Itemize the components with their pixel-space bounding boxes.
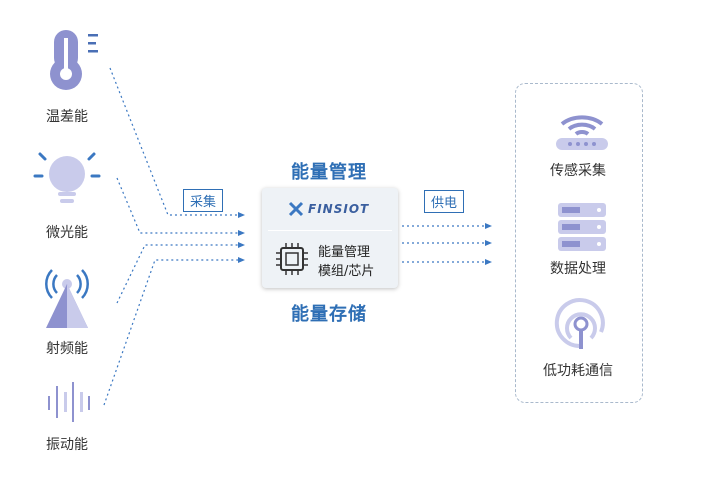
device-label-communication: 低功耗通信 [543,363,613,379]
router-icon [556,115,608,150]
energy-module-box: FINSIOT 能量管理 模组/芯片 [262,188,398,288]
server-icon [558,203,606,251]
arrow-head [485,240,492,246]
connector-line-antenna [116,244,238,304]
device-label-sensing: 传感采集 [550,163,606,179]
arrow-head [485,259,492,265]
arrow-head [238,212,245,218]
arrow-head [238,230,245,236]
light-bulb-icon [33,152,101,203]
brand-logo: FINSIOT [288,201,369,217]
energy-storage-title: 能量存储 [291,304,367,325]
thermometer-icon [50,30,98,90]
source-label-rf: 射频能 [46,341,88,357]
connector-line-vibration [103,259,238,406]
source-label-thermal: 温差能 [46,109,88,125]
module-text-line1: 能量管理 [318,245,371,260]
source-label-light: 微光能 [46,225,88,241]
module-divider [268,230,392,231]
devices-panel [515,83,643,403]
vibration-wave-icon [48,382,90,422]
brand-logo-text: FINSIOT [308,202,370,216]
finsiot-logo-icon [288,201,304,217]
radio-antenna-icon [45,269,89,328]
arrow-head [238,257,245,263]
module-text-line2: 模组/芯片 [318,264,375,279]
energy-management-title: 能量管理 [291,162,367,183]
arrow-head [238,242,245,248]
chip-icon [276,243,308,275]
device-label-processing: 数据处理 [550,261,606,277]
collect-tag: 采集 [183,189,224,212]
supply-tag: 供电 [424,190,465,213]
signal-broadcast-icon [554,298,605,349]
arrow-head [485,223,492,229]
source-label-vibration: 振动能 [46,437,88,453]
